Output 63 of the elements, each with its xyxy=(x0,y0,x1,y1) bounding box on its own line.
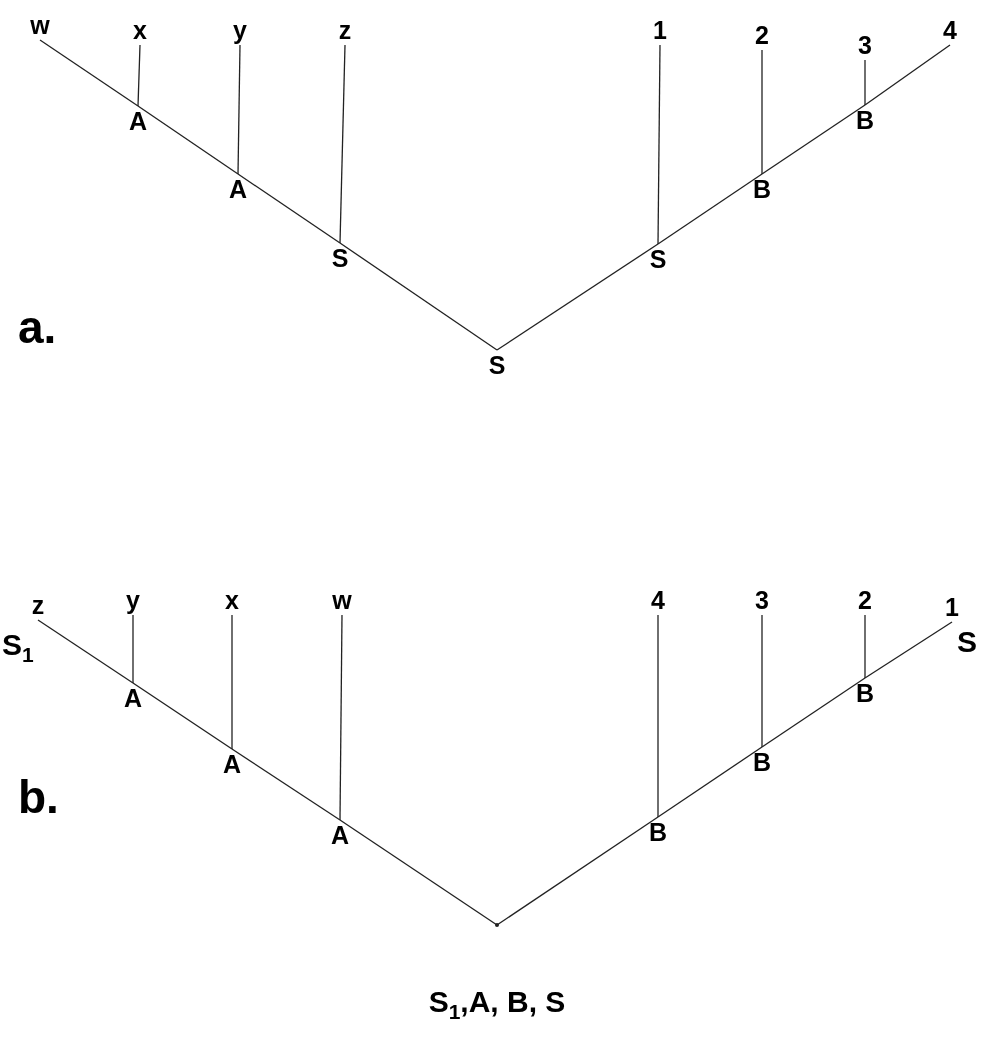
branch-point xyxy=(495,923,499,927)
leaf-label: 4 xyxy=(643,585,673,615)
tree-branch xyxy=(339,819,498,926)
tree-branch xyxy=(864,614,866,679)
tree-branch xyxy=(137,44,141,107)
tree-branch xyxy=(137,105,239,175)
tree-branch xyxy=(237,173,341,244)
tree-branch xyxy=(864,621,953,679)
taxon-label: S xyxy=(957,625,977,659)
leaf-label: 1 xyxy=(937,592,967,622)
leaf-label: x xyxy=(217,585,247,615)
leaf-label: x xyxy=(125,15,155,45)
tree-branch xyxy=(761,677,866,748)
tree-branch xyxy=(761,49,763,175)
tree-branch xyxy=(657,173,763,245)
leaf-label: y xyxy=(225,15,255,45)
tree-branch xyxy=(231,614,233,750)
leaf-label: 2 xyxy=(747,20,777,50)
branch-node-label: S xyxy=(643,244,673,274)
branch-node-label: A xyxy=(123,106,153,136)
branch-node-label: B xyxy=(747,174,777,204)
leaf-label: 3 xyxy=(850,30,880,60)
tree-branch xyxy=(864,59,866,106)
tree-branch xyxy=(496,816,659,926)
leaf-label: 3 xyxy=(747,585,777,615)
tree-branch xyxy=(339,614,343,821)
tree-branch xyxy=(761,104,866,175)
tree-branch xyxy=(132,682,233,750)
leaf-label: 2 xyxy=(850,585,880,615)
tree-branch xyxy=(657,44,661,245)
branch-node-label: B xyxy=(850,678,880,708)
leaf-label: y xyxy=(118,585,148,615)
branch-node-label: A xyxy=(217,749,247,779)
caption-text: S$_{1}$,A, B, S xyxy=(428,985,566,1024)
tree-branch xyxy=(237,44,241,175)
tree-branch xyxy=(761,614,763,748)
leaf-label: 1 xyxy=(645,15,675,45)
leaf-label: z xyxy=(330,15,360,45)
branch-node-label: B xyxy=(747,747,777,777)
branch-node-label: B xyxy=(643,817,673,847)
panel-label: a. xyxy=(18,300,57,354)
branch-node-label: A xyxy=(118,683,148,713)
branch-node-label: A xyxy=(325,820,355,850)
leaf-label: w xyxy=(25,10,55,40)
taxon-label: S$_{1}$ xyxy=(2,628,34,667)
tree-branch xyxy=(864,44,951,106)
tree-branch xyxy=(39,39,139,107)
leaf-label: w xyxy=(327,585,357,615)
leaf-label: z xyxy=(23,590,53,620)
tree-branch xyxy=(496,243,659,351)
tree-branch xyxy=(657,746,763,818)
branch-node-label: B xyxy=(850,105,880,135)
leaf-label: 4 xyxy=(935,15,965,45)
panel-label: b. xyxy=(18,770,59,824)
tree-branch xyxy=(339,242,498,351)
branch-node-label: S xyxy=(325,243,355,273)
tree-branch xyxy=(37,619,134,684)
branch-node-label: S xyxy=(482,350,512,380)
tree-branch xyxy=(132,614,134,684)
branch-node-label: A xyxy=(223,174,253,204)
tree-branch xyxy=(657,614,659,818)
tree-branch xyxy=(339,44,346,244)
tree-branch xyxy=(231,748,341,821)
